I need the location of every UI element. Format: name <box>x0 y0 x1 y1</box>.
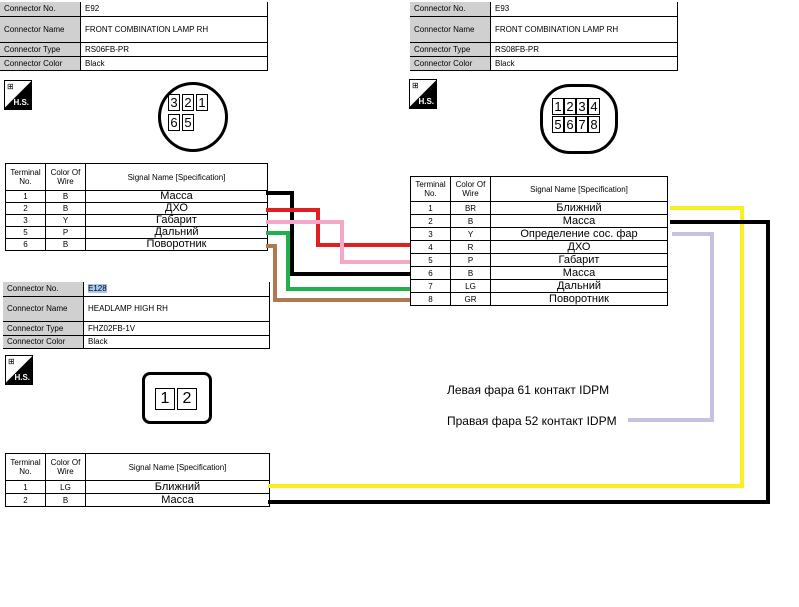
label: Connector No. <box>3 282 84 297</box>
label: Connector No. <box>410 2 491 17</box>
label: Connector Name <box>410 16 491 43</box>
pin: 5 <box>552 116 564 133</box>
header: Signal Name [Specification] <box>490 176 668 202</box>
wire-pink-gabarit <box>266 220 410 264</box>
pin: 5 <box>182 114 194 131</box>
hs-label: H.S. <box>13 98 29 107</box>
pin: 2 <box>564 98 576 115</box>
connector-e128-face: 1 2 <box>142 372 212 424</box>
label: Connector Type <box>0 42 81 57</box>
value: E128 <box>83 282 270 297</box>
harness-side-icon: ⊞H.S. <box>4 80 32 110</box>
pin: 1 <box>155 388 175 410</box>
pin: 2 <box>177 388 197 410</box>
header: Signal Name [Specification] <box>85 163 268 191</box>
harness-side-icon: ⊞H.S. <box>5 355 33 385</box>
value: E93 <box>490 2 678 17</box>
label: Connector Type <box>410 42 491 57</box>
header: Terminal No. <box>5 453 46 481</box>
pin: 1 <box>552 98 564 115</box>
pin: 2 <box>182 94 194 111</box>
value: FRONT COMBINATION LAMP RH <box>80 16 268 43</box>
term-cell: 8 <box>410 292 451 306</box>
value: Black <box>490 56 678 71</box>
label: Connector Type <box>3 321 84 336</box>
pin: 8 <box>588 116 600 133</box>
hs-label: H.S. <box>14 373 30 382</box>
pin: 6 <box>168 114 180 131</box>
value: Black <box>80 56 268 71</box>
value: RS06FB-PR <box>80 42 268 57</box>
wire-yellow-blizhniy <box>268 206 744 488</box>
sig-cell: Поворотник <box>490 292 668 306</box>
label: Connector Name <box>3 296 84 322</box>
value: HEADLAMP HIGH RH <box>83 296 270 322</box>
value: E92 <box>80 2 268 17</box>
pin: 3 <box>168 94 180 111</box>
note-right-headlamp: Правая фара 52 контакт IDPM <box>447 414 617 428</box>
label: Connector Name <box>0 16 81 43</box>
value: Black <box>83 335 270 349</box>
wire-lavender-detect <box>628 232 714 422</box>
pin: 6 <box>564 116 576 133</box>
value: FHZ02FB-1V <box>83 321 270 336</box>
header: Terminal No. <box>410 176 451 202</box>
hs-label: H.S. <box>418 97 434 106</box>
label: Connector Color <box>410 56 491 71</box>
label: Connector No. <box>0 2 81 17</box>
value: RS08FB-PR <box>490 42 678 57</box>
wire-brown-povorotnik <box>266 244 410 302</box>
connector-e92-face <box>158 82 228 152</box>
header: Color Of Wire <box>450 176 491 202</box>
label: Connector Color <box>0 56 81 71</box>
wire-green-dalniy <box>266 231 410 291</box>
connector-e93-face <box>540 84 618 154</box>
pin: 3 <box>576 98 588 115</box>
pin: 1 <box>196 94 208 111</box>
pin: 4 <box>588 98 600 115</box>
selected-text: E128 <box>88 284 107 294</box>
note-left-headlamp: Левая фара 61 контакт IDPM <box>447 383 610 397</box>
harness-side-icon: ⊞H.S. <box>409 79 437 109</box>
wire-black-massa <box>266 191 410 276</box>
value: FRONT COMBINATION LAMP RH <box>490 16 678 43</box>
wire-black-massa-e128 <box>268 220 770 504</box>
wire-red-dxo <box>266 208 410 247</box>
label: Connector Color <box>3 335 84 349</box>
pin: 7 <box>576 116 588 133</box>
